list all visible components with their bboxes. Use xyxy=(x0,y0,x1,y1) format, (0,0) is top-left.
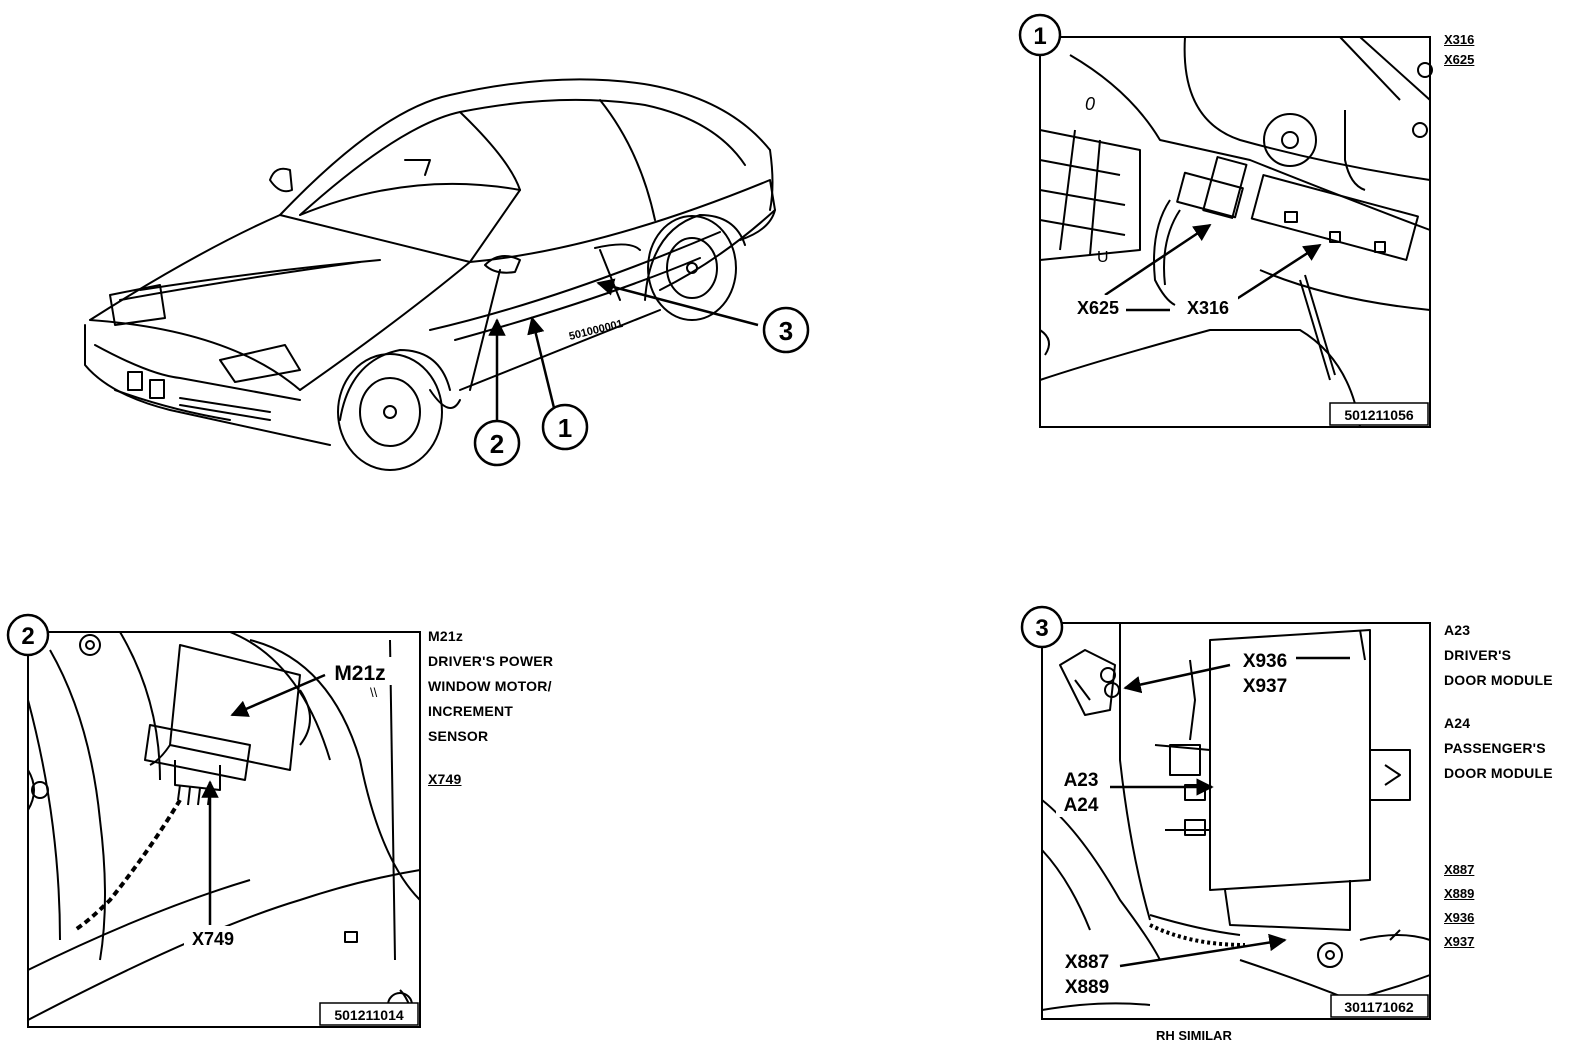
side-desc-line: SENSOR xyxy=(428,728,489,744)
side-desc-line: INCREMENT xyxy=(428,703,514,719)
side-code-x316: X316 xyxy=(1444,32,1475,47)
panel-2-figure-code: 501211014 xyxy=(334,1007,404,1023)
side-title-m21z: M21z xyxy=(428,628,464,644)
label-a24: A24 xyxy=(1064,795,1099,816)
label-x936: X936 xyxy=(1243,651,1287,672)
panel-3-side-legend: A23 DRIVER'S DOOR MODULE A24 PASSENGER'S… xyxy=(1444,618,1553,786)
svg-text:1: 1 xyxy=(558,413,572,443)
side-desc-line: DOOR MODULE xyxy=(1444,765,1553,781)
panel-1-side-codes: X316 X625 xyxy=(1444,30,1474,70)
side-code-x625: X625 xyxy=(1444,52,1475,67)
side-desc-line: DOOR MODULE xyxy=(1444,672,1553,688)
label-x316: X316 xyxy=(1187,298,1229,318)
side-desc-line: PASSENGER'S xyxy=(1444,740,1546,756)
side-code-x937: X937 xyxy=(1444,934,1475,949)
panel-1-figure-code: 501211056 xyxy=(1344,407,1414,423)
label-x887: X887 xyxy=(1065,952,1109,973)
side-title-a24: A24 xyxy=(1444,715,1471,731)
label-x937: X937 xyxy=(1243,676,1287,697)
svg-text:\\: \\ xyxy=(370,685,378,700)
side-code-x889: X889 xyxy=(1444,886,1475,901)
car-callout-3: 3 xyxy=(762,306,810,354)
panel-3-caption: RH SIMILAR xyxy=(1156,1028,1232,1043)
car-callout-1: 1 xyxy=(541,403,589,451)
panel-3-figure-code: 301171062 xyxy=(1344,999,1414,1015)
side-desc-line: DRIVER'S POWER xyxy=(428,653,554,669)
car-illustration xyxy=(84,78,776,471)
car-callout-2: 2 xyxy=(473,419,521,467)
label-m21z: M21z xyxy=(334,662,385,685)
side-code-x936: X936 xyxy=(1444,910,1475,925)
panel-3-number: 3 xyxy=(1035,615,1048,642)
panel-2: \\ M21z X749 501211014 2 xyxy=(6,613,421,1028)
panel-2-side-legend: M21z DRIVER'S POWER WINDOW MOTOR/ INCREM… xyxy=(428,624,553,792)
side-code-x887: X887 xyxy=(1444,862,1475,877)
panel-3: X936 X937 A23 A24 X887 X889 301171062 3 xyxy=(1020,605,1431,1020)
side-title-a23: A23 xyxy=(1444,622,1471,638)
svg-text:0: 0 xyxy=(1085,94,1095,114)
label-x889: X889 xyxy=(1065,977,1109,998)
panel-1-number: 1 xyxy=(1033,23,1046,50)
side-desc-line: WINDOW MOTOR/ xyxy=(428,678,552,694)
panel-3-side-codes: X887 X889 X936 X937 xyxy=(1444,858,1474,954)
car-callout-arrows xyxy=(488,278,759,422)
label-x749: X749 xyxy=(192,929,234,949)
side-code-x749: X749 xyxy=(428,771,462,787)
label-a23: A23 xyxy=(1064,770,1099,791)
label-x625: X625 xyxy=(1077,298,1119,318)
car-figure-code: 501000001 xyxy=(568,318,624,343)
svg-text:U: U xyxy=(1097,249,1109,266)
panel-2-number: 2 xyxy=(21,623,34,650)
svg-text:3: 3 xyxy=(779,316,793,346)
svg-text:2: 2 xyxy=(490,429,504,459)
panel-1: 0 U X625 X316 501211056 1 xyxy=(1018,13,1433,428)
side-desc-line: DRIVER'S xyxy=(1444,647,1512,663)
